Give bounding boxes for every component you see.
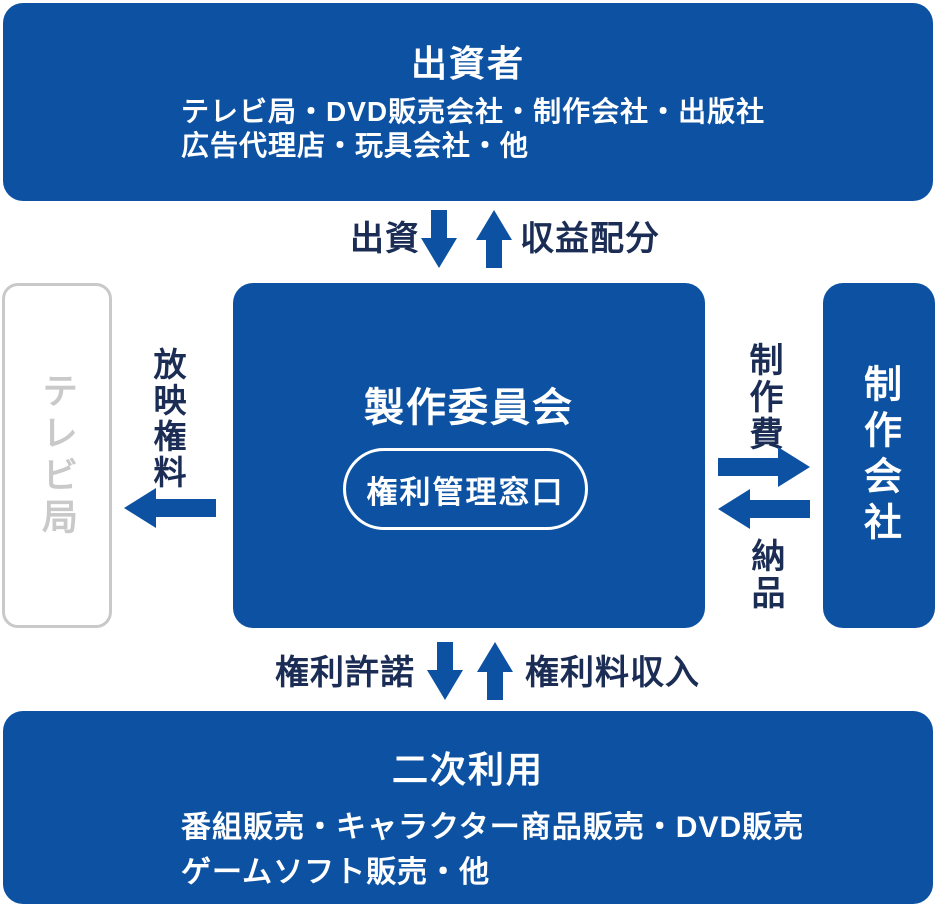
investment-label: 出資 [350, 220, 420, 258]
broadcast-fee-left-arrow-icon [124, 488, 216, 528]
secondary-use-line-2: ゲームソフト販売・他 [181, 856, 491, 889]
tv-station-label: テレビ局 [37, 371, 78, 540]
committee-title: 製作委員会 [364, 386, 574, 430]
tv-station-box: テレビ局 [2, 283, 112, 628]
rights-income-label: 権利料収入 [525, 654, 700, 692]
rights-license-down-arrow-icon [427, 642, 463, 700]
investors-line-1: テレビ局・DVD販売会社・制作会社・出版社 [181, 96, 766, 127]
rights-license-label: 権利許諾 [275, 654, 415, 692]
profit-share-label: 収益配分 [520, 220, 660, 258]
investment-down-arrow-icon [421, 210, 457, 268]
production-cost-right-arrow-icon [718, 447, 810, 487]
delivery-label: 納品 [746, 538, 784, 612]
production-company-box: 制作会社 [823, 283, 935, 628]
delivery-left-arrow-icon [718, 489, 810, 529]
production-cost-label: 制作費 [744, 342, 782, 453]
rights-income-up-arrow-icon [477, 642, 513, 700]
rights-management-label: 権利管理窓口 [366, 474, 565, 510]
investors-box: 出資者 テレビ局・DVD販売会社・制作会社・出版社 広告代理店・玩具会社・他 [3, 3, 933, 201]
investors-line-2: 広告代理店・玩具会社・他 [181, 130, 530, 161]
investors-title: 出資者 [410, 43, 525, 84]
committee-box: 製作委員会 権利管理窓口 [233, 283, 705, 628]
rights-management-pill: 権利管理窓口 [343, 448, 588, 530]
profit-share-up-arrow-icon [476, 210, 512, 268]
production-company-label: 制作会社 [857, 363, 900, 548]
secondary-use-line-1: 番組販売・キャラクター商品販売・DVD販売 [181, 811, 805, 844]
broadcast-fee-label: 放映権料 [149, 347, 186, 491]
secondary-use-box: 二次利用 番組販売・キャラクター商品販売・DVD販売 ゲームソフト販売・他 [3, 711, 933, 904]
secondary-use-title: 二次利用 [391, 749, 544, 790]
